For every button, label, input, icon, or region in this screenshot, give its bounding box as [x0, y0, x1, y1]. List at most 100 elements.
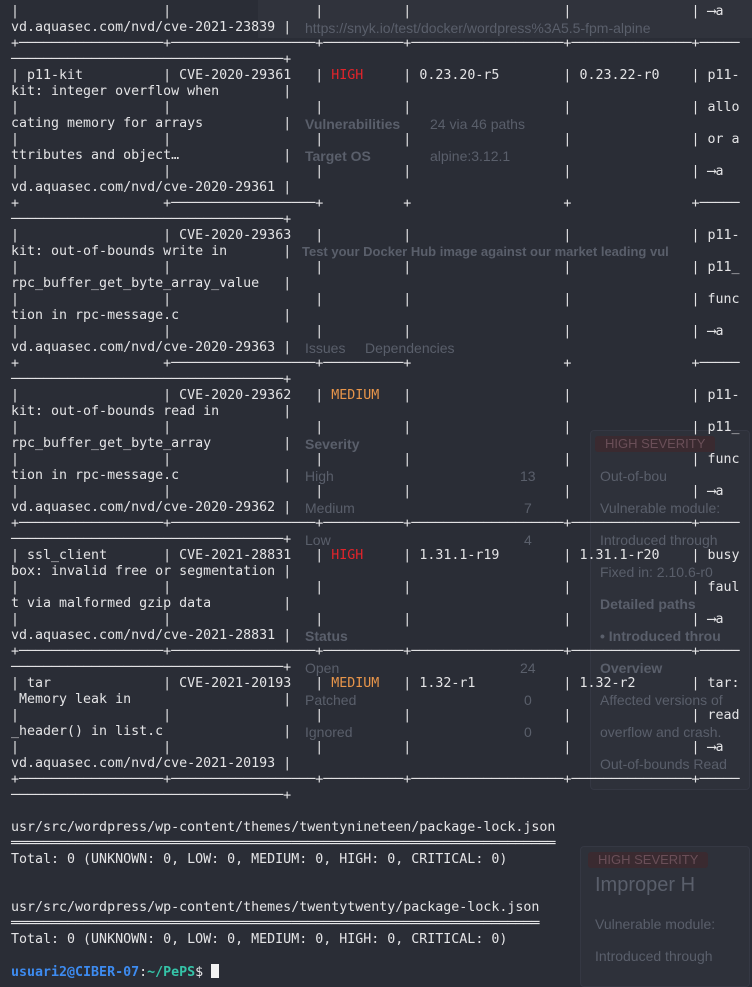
status-open-count: 24: [520, 660, 536, 676]
description-text: cating memory for arrays: [11, 116, 284, 131]
description-text: ttributes and object…: [11, 148, 284, 163]
card-path-item: • Introduced throu: [600, 628, 721, 644]
description-text: _header() in list.c: [11, 724, 284, 739]
table-cell: [27, 324, 163, 339]
table-cell: [579, 228, 691, 243]
separator-line: +──────────────────+──────────────────+─…: [11, 644, 740, 659]
cell-border: |: [163, 132, 180, 147]
cell-border: |: [403, 228, 420, 243]
cell-border: |: [283, 276, 292, 291]
table-cell: [419, 612, 563, 627]
cell-border: |: [403, 708, 420, 723]
status-open[interactable]: Open: [305, 660, 340, 676]
page-heading: Test your Docker Hub image against our m…: [302, 244, 669, 259]
cell-border: |: [691, 100, 708, 115]
table-cell: CVE-2021-28831: [179, 548, 316, 563]
cell-border: |: [691, 388, 708, 403]
output-line: usr/src/wordpress/wp-content/themes/twen…: [11, 900, 752, 916]
tab-dependencies[interactable]: Dependencies: [365, 340, 455, 356]
table-cell: [179, 612, 315, 627]
separator-line: ──────────────────────────────────+: [11, 660, 292, 675]
table-separator-continuation: ──────────────────────────────────+: [11, 52, 752, 68]
cell-border: |: [163, 484, 180, 499]
table-cell: [179, 740, 315, 755]
cell-border: |: [11, 548, 28, 563]
cell-border: |: [403, 100, 420, 115]
cell-border: |: [403, 420, 420, 435]
severity-cell: [331, 228, 403, 243]
table-cell: tar: [27, 676, 164, 691]
table-cell: [579, 4, 691, 19]
vuln-card-1: [590, 430, 750, 790]
description-continuation: vd.aquasec.com/nvd/cve-2021-23839 |: [11, 20, 752, 36]
table-cell: [579, 292, 691, 307]
severity-medium-count: 7: [524, 500, 532, 516]
table-cell: ⟶a: [707, 324, 724, 339]
cell-border: |: [163, 100, 180, 115]
severity-cell: [331, 100, 403, 115]
description-continuation: kit: integer overflow when |: [11, 84, 752, 100]
output-text: usr/src/wordpress/wp-content/themes/twen…: [11, 900, 540, 915]
terminal-output[interactable]: | | | | | | ⟶a vd.aquasec.com/nvd/cve-202…: [11, 4, 752, 980]
target-os-label: Target OS: [305, 148, 371, 164]
cell-border: |: [563, 228, 580, 243]
severity-high[interactable]: High: [305, 468, 334, 484]
cell-border: |: [563, 612, 580, 627]
cell-border: |: [11, 132, 28, 147]
output-line: Total: 0 (UNKNOWN: 0, LOW: 0, MEDIUM: 0,…: [11, 932, 752, 948]
cell-border: |: [563, 580, 580, 595]
description-text: t via malformed gzip data: [11, 596, 284, 611]
cell-border: |: [563, 100, 580, 115]
cell-border: |: [691, 292, 708, 307]
tab-issues[interactable]: Issues: [305, 340, 346, 356]
severity-cell: MEDIUM: [331, 676, 404, 691]
underline: ════════════════════════════════════════…: [11, 836, 556, 851]
cell-border: |: [315, 740, 332, 755]
cell-border: |: [315, 100, 332, 115]
status-patched[interactable]: Patched: [305, 692, 357, 708]
cell-border: |: [163, 4, 180, 19]
separator-line: +──────────────────+──────────────────+─…: [11, 516, 740, 531]
cell-border: |: [315, 132, 332, 147]
cursor[interactable]: [211, 964, 220, 978]
table-cell: [419, 132, 563, 147]
cell-border: |: [11, 612, 28, 627]
table-cell: [579, 260, 691, 275]
table-cell: [579, 452, 691, 467]
table-cell: CVE-2020-29363: [179, 228, 316, 243]
severity-medium[interactable]: Medium: [305, 500, 355, 516]
table-cell: [27, 132, 163, 147]
table-cell: [27, 580, 163, 595]
severity-badge: HIGH SEVERITY: [588, 852, 709, 868]
description-text: kit: out-of-bounds write in: [11, 244, 284, 259]
card-module: Vulnerable module:: [600, 500, 721, 516]
description-text: vd.aquasec.com/nvd/cve-2020-29362: [11, 500, 284, 515]
output-line: usr/src/wordpress/wp-content/themes/twen…: [11, 820, 752, 836]
table-cell: [27, 420, 163, 435]
cell-border: |: [283, 340, 292, 355]
cell-border: |: [691, 324, 708, 339]
card-module: Vulnerable module:: [595, 916, 716, 932]
cell-border: |: [11, 324, 28, 339]
status-ignored[interactable]: Ignored: [305, 724, 353, 740]
table-separator: + +──────────────────+ + + +─────: [11, 196, 752, 212]
cell-border: |: [315, 164, 332, 179]
cell-border: |: [283, 308, 292, 323]
table-row-line: | ssl_client | CVE-2021-28831 | HIGH | 1…: [11, 548, 752, 564]
table-cell: [419, 420, 563, 435]
description-continuation: vd.aquasec.com/nvd/cve-2021-28831 |: [11, 628, 752, 644]
cell-border: |: [691, 452, 708, 467]
prompt-user: usuari2@CIBER-07: [11, 965, 140, 980]
cell-border: |: [691, 740, 708, 755]
cell-border: |: [563, 548, 580, 563]
table-cell: [27, 708, 163, 723]
severity-low[interactable]: Low: [305, 532, 331, 548]
cell-border: |: [563, 68, 580, 83]
table-cell: p11-: [707, 228, 740, 243]
table-separator-continuation: ──────────────────────────────────+: [11, 660, 752, 676]
vulnerabilities-value: 24 via 46 paths: [430, 116, 525, 132]
cell-border: |: [11, 100, 28, 115]
cell-border: |: [283, 148, 292, 163]
cell-border: |: [163, 548, 180, 563]
table-cell: [179, 132, 315, 147]
